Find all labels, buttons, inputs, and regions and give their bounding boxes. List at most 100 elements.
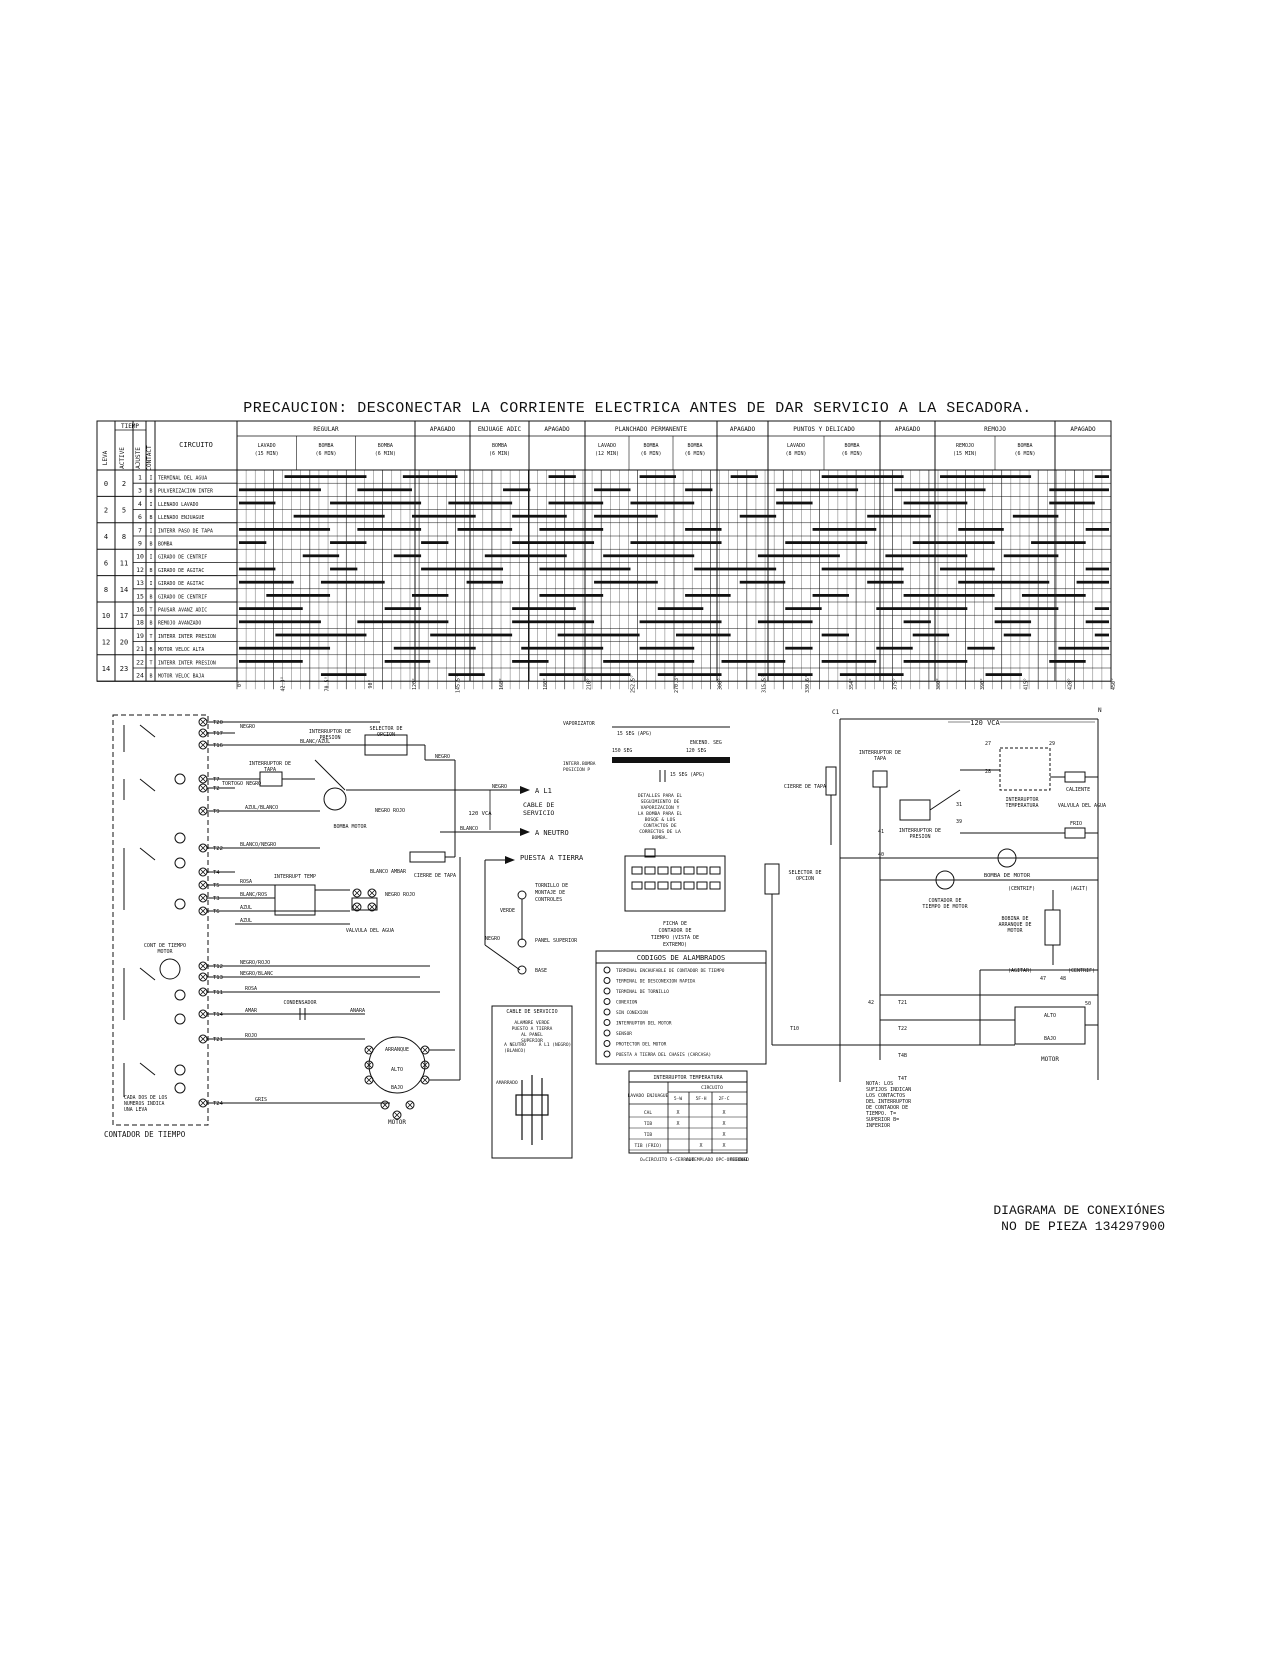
temp-table-mark: X bbox=[722, 1132, 725, 1138]
cycle-step-label: LAVADO bbox=[598, 443, 616, 449]
hot-valve-coil bbox=[1064, 771, 1086, 783]
contact-closed-bar bbox=[512, 541, 595, 544]
contact-closed-bar bbox=[357, 488, 412, 492]
code-item: INTERRUPTOR DEL MOTOR bbox=[616, 1021, 672, 1027]
contact-closed-bar bbox=[685, 488, 713, 492]
row-leva: 6 bbox=[104, 559, 108, 567]
contact-letter: I bbox=[149, 476, 152, 482]
service-l1: A L1 bbox=[535, 787, 552, 795]
panel-label: PANEL SUPERIOR bbox=[535, 938, 578, 944]
contact-closed-bar bbox=[603, 554, 695, 558]
degree-label: 0° bbox=[237, 681, 243, 687]
terminal-cross bbox=[199, 973, 207, 981]
detail-note: CORRECTOS DE LA bbox=[639, 829, 681, 835]
terminal-cross bbox=[365, 1046, 373, 1054]
terminal-label: T21 bbox=[213, 1037, 223, 1043]
contact-closed-bar bbox=[512, 514, 567, 518]
contact-closed-bar bbox=[821, 633, 849, 637]
contact-closed-bar bbox=[239, 580, 294, 584]
start-winding-label: BOBINA DE bbox=[1001, 916, 1028, 922]
terminal-number: 28 bbox=[985, 769, 991, 775]
temp-table-box bbox=[628, 1070, 748, 1154]
pump-motor bbox=[997, 848, 1017, 868]
selector-label: SELECTOR DE bbox=[788, 870, 821, 876]
contact-closed-bar bbox=[330, 541, 367, 544]
timer-motor-label: CONTADOR DE bbox=[928, 898, 961, 904]
cycle-step-duration: (12 MIN) bbox=[595, 451, 619, 457]
cycle-step-duration: (6 MIN) bbox=[1014, 451, 1035, 457]
cycle-step-duration: (15 MIN) bbox=[953, 451, 977, 457]
contact-closed-bar bbox=[1094, 633, 1109, 637]
contact-letter: T bbox=[149, 660, 152, 666]
contact-closed-bar bbox=[912, 541, 995, 544]
lid-lock-label: CIERRE DE TAPA bbox=[784, 784, 826, 790]
ground-screw-terminal bbox=[517, 890, 527, 900]
row-tiempo: 17 bbox=[120, 612, 128, 620]
header-vertical-label: LEVA bbox=[102, 450, 109, 465]
header-vertical-label: CONTACT bbox=[146, 445, 153, 471]
contact-closed-bar bbox=[1049, 501, 1095, 505]
base-terminal bbox=[517, 965, 527, 975]
contact-closed-bar bbox=[557, 633, 640, 637]
contact-number: 1 bbox=[138, 474, 142, 482]
degree-label: 180° bbox=[543, 678, 549, 690]
pump-motor-label: BOMBA DE MOTOR bbox=[984, 873, 1031, 879]
temp-table-row-label: TIB bbox=[644, 1132, 652, 1138]
contact-closed-bar bbox=[539, 528, 604, 531]
wire-label: VERDE bbox=[500, 908, 515, 914]
code-item: CONEXION bbox=[616, 1000, 638, 1006]
pressure-switch bbox=[899, 799, 931, 821]
temp-table-row-label: TIB bbox=[644, 1121, 652, 1127]
contact-closed-bar bbox=[867, 514, 931, 518]
arrow-head bbox=[520, 786, 530, 794]
degree-label: 300° bbox=[718, 678, 724, 690]
contact-closed-bar bbox=[903, 594, 995, 597]
contact-closed-bar bbox=[266, 594, 331, 597]
timer-switch-blade bbox=[139, 847, 156, 861]
contact-closed-bar bbox=[1031, 541, 1086, 544]
contact-closed-bar bbox=[484, 554, 567, 558]
temp-table-header: CIRCUITO bbox=[701, 1085, 723, 1091]
contact-number: 24 bbox=[136, 672, 144, 680]
terminal-cross bbox=[421, 1061, 429, 1069]
terminal-cross bbox=[368, 903, 376, 911]
detail-note: BOSQE & LOS bbox=[645, 817, 676, 823]
terminal-cross bbox=[199, 988, 207, 996]
contact-closed-bar bbox=[839, 673, 904, 676]
cable-box-text: ALAMBRE VERDE bbox=[514, 1020, 550, 1026]
timer-switch-blade bbox=[139, 724, 156, 738]
circuit-name: TERMINAL DEL AGUA bbox=[158, 476, 207, 482]
contact-closed-bar bbox=[293, 514, 385, 518]
degree-label: 375° bbox=[893, 678, 899, 690]
pressure-switch-label: INTERRUPTOR DE bbox=[309, 729, 351, 735]
terminal-number: 40 bbox=[878, 852, 884, 858]
cycle-step-label: BOMBA bbox=[378, 443, 393, 449]
panel-terminal bbox=[517, 938, 527, 948]
contact-closed-bar bbox=[512, 607, 576, 610]
contact-closed-bar bbox=[594, 488, 631, 492]
timer-end-caption: EXTREMO) bbox=[663, 942, 687, 948]
contact-closed-bar bbox=[284, 475, 367, 478]
terminal-label: T12 bbox=[213, 964, 223, 970]
degree-label: 252.5° bbox=[630, 675, 636, 693]
contact-closed-bar bbox=[757, 620, 813, 624]
contact-closed-bar bbox=[330, 567, 358, 571]
contact-closed-bar bbox=[730, 475, 758, 478]
contact-closed-bar bbox=[421, 541, 449, 544]
timer-end-caption: TIEMPO (VISTA DE bbox=[651, 935, 699, 941]
circuit-name: GIRADO DE CENTRIF bbox=[158, 555, 207, 561]
contact-closed-bar bbox=[876, 646, 913, 650]
contact-closed-bar bbox=[958, 580, 1050, 584]
cable-box-title: CABLE DE SERVICIO bbox=[506, 1009, 557, 1015]
cycle-step-duration: (8 MIN) bbox=[785, 451, 806, 457]
base-label: BASE bbox=[535, 968, 547, 974]
cam-terminal bbox=[174, 773, 186, 785]
contact-closed-bar bbox=[594, 580, 658, 584]
contact-letter: I bbox=[149, 502, 152, 508]
contact-letter: I bbox=[149, 555, 152, 561]
terminal-label: T5 bbox=[213, 883, 220, 889]
wire-label: ROSA bbox=[245, 986, 257, 992]
pressure-switch-blade bbox=[314, 759, 346, 791]
temp-table-header: LAVADO ENJUAGUE bbox=[628, 1093, 669, 1099]
